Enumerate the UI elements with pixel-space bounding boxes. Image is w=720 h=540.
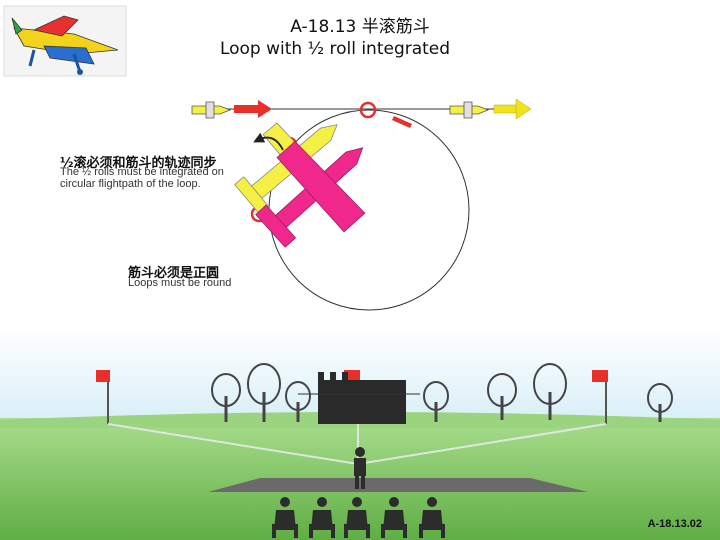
small-plane-icon (192, 102, 230, 118)
loop-note-english: Loops must be round (128, 277, 231, 289)
roll-note-english-line1: The ½ rolls must be integrated on (60, 166, 224, 178)
loop-direction-arrow (392, 116, 412, 128)
direction-arrow-red (234, 100, 272, 118)
figure-code: A-18.13.02 (648, 518, 702, 530)
figure-title-chinese: A-18.13 半滚筋斗 (60, 16, 660, 38)
runway-strip (208, 478, 588, 492)
figure-title-english: Loop with ½ roll integrated (60, 38, 610, 60)
direction-arrow-yellow (494, 99, 531, 119)
roll-note-english-line2: circular flightpath of the loop. (60, 178, 201, 190)
small-plane-icon (450, 102, 488, 118)
